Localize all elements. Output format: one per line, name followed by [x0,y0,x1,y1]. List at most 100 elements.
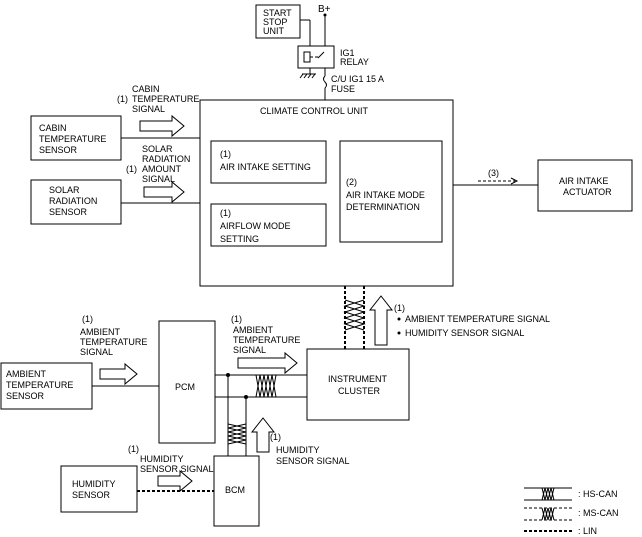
legend-lin: : LIN [524,526,597,536]
svg-text:(2): (2) [346,177,357,187]
svg-text:BCM: BCM [225,485,245,495]
bcm: BCM [213,455,260,527]
ambient-temperature-signal-left: (1) AMBIENT TEMPERATURE SIGNAL [80,314,147,386]
svg-text:(1): (1) [126,164,137,174]
ambient-mid-arrow [237,351,298,375]
humidity-sensor: HUMIDITY SENSOR [60,465,138,513]
svg-text:CABIN: CABIN [132,84,160,94]
air-intake-actuator: AIR INTAKE ACTUATOR [537,159,633,212]
svg-text:CABIN: CABIN [39,123,67,133]
svg-text:INSTRUMENT: INSTRUMENT [328,374,387,384]
hs-can-bcm-pcm [227,375,247,456]
hs-can-pcm-cluster [215,373,307,399]
svg-text:HUMIDITY: HUMIDITY [140,454,184,464]
svg-text:: MS-CAN: : MS-CAN [578,508,619,518]
svg-text:(1): (1) [117,94,128,104]
svg-text:SENSOR: SENSOR [6,391,45,401]
svg-text:SENSOR SIGNAL: SENSOR SIGNAL [276,456,350,466]
legend-hs-can: : HS-CAN [524,487,618,501]
air-intake-mode-determination-box: (2) AIR INTAKE MODE DETERMINATION [339,140,443,243]
svg-text:: HS-CAN: : HS-CAN [578,489,618,499]
solar-signal-arrow [143,180,185,204]
solar-radiation-sensor: SOLAR RADIATION SENSOR [30,179,122,225]
svg-text:SENSOR: SENSOR [72,490,111,500]
svg-text:SIGNAL: SIGNAL [233,345,266,355]
svg-text:TEMPERATURE: TEMPERATURE [39,134,106,144]
svg-text:: LIN: : LIN [578,526,597,536]
svg-text:ACTUATOR: ACTUATOR [563,187,612,197]
svg-text:HUMIDITY SENSOR SIGNAL: HUMIDITY SENSOR SIGNAL [405,328,524,338]
svg-text:(1): (1) [394,303,405,313]
legend-ms-can: : MS-CAN [524,507,619,521]
ambient-temperature-signal-mid: (1) AMBIENT TEMPERATURE SIGNAL [231,314,300,375]
svg-text:RADIATION: RADIATION [49,196,97,206]
svg-text:(1): (1) [231,314,242,324]
svg-text:SIGNAL: SIGNAL [132,104,165,114]
svg-text:SENSOR: SENSOR [39,145,78,155]
svg-text:SENSOR: SENSOR [49,207,88,217]
pcm: PCM [158,320,216,444]
svg-text:TEMPERATURE: TEMPERATURE [80,337,147,347]
ambient-temperature-sensor: AMBIENT TEMPERATURE SENSOR [0,362,93,410]
cabin-temperature-sensor: CABIN TEMPERATURE SENSOR [30,115,122,161]
svg-text:(1): (1) [128,444,139,454]
svg-text:IG1: IG1 [340,48,355,58]
svg-text:PCM: PCM [175,382,195,392]
svg-text:DETERMINATION: DETERMINATION [346,202,420,212]
cabin-temperature-signal: CABIN (1) TEMPERATURE SIGNAL [117,84,199,138]
svg-text:SETTING: SETTING [220,234,259,244]
legend: : HS-CAN : MS-CAN : LIN [524,487,619,536]
solar-radiation-signal: SOLAR RADIATION (1) AMOUNT SIGNAL [126,144,190,204]
instrument-cluster: INSTRUMENT CLUSTER [306,348,410,421]
svg-text:RELAY: RELAY [340,57,369,67]
b-plus-label: B+ [318,4,331,17]
svg-text:SIGNAL: SIGNAL [80,347,113,357]
svg-text:(1): (1) [270,432,281,442]
svg-text:SOLAR: SOLAR [49,185,80,195]
ig1-relay: IG1 RELAY [297,45,369,69]
svg-text:(3): (3) [488,168,499,178]
svg-text:B+: B+ [318,4,331,15]
humidity-sensor-signal-bcm-pcm: (1) HUMIDITY SENSOR SIGNAL [250,417,350,466]
start-stop-unit: START STOP UNIT [255,4,301,39]
svg-text:START: START [263,8,292,18]
svg-text:(1): (1) [220,149,231,159]
svg-text:AMBIENT: AMBIENT [233,325,274,335]
svg-text:HUMIDITY: HUMIDITY [276,445,320,455]
svg-text:HUMIDITY: HUMIDITY [72,479,116,489]
humidity-up-arrow [250,417,276,453]
ground-symbols [299,68,316,79]
cabin-signal-arrow [139,114,185,138]
svg-text:AIR INTAKE MODE: AIR INTAKE MODE [346,190,425,200]
svg-text:AIR INTAKE: AIR INTAKE [559,176,608,186]
svg-text:AIRFLOW MODE: AIRFLOW MODE [220,221,291,231]
svg-text:C/U IG1 15 A: C/U IG1 15 A [331,74,384,84]
svg-text:TEMPERATURE: TEMPERATURE [6,380,73,390]
air-intake-setting-box: (1) AIR INTAKE SETTING [210,140,327,184]
cluster-to-ccu-arrow [368,295,394,346]
cluster-to-ccu-signal: (1) AMBIENT TEMPERATURE SIGNAL HUMIDITY … [368,295,550,346]
svg-text:(1): (1) [220,208,231,218]
svg-text:AMBIENT: AMBIENT [80,327,121,337]
humidity-sensor-signal-in: (1) HUMIDITY SENSOR SIGNAL [128,444,214,493]
humidity-in-arrow [157,469,193,493]
svg-text:CLUSTER: CLUSTER [338,386,381,396]
ambient-left-arrow [99,362,138,386]
svg-text:TEMPERATURE: TEMPERATURE [132,94,199,104]
svg-text:AMBIENT: AMBIENT [6,369,47,379]
svg-text:STOP: STOP [263,17,287,27]
actuator-signal: (3) [478,168,519,185]
svg-text:RADIATION: RADIATION [142,154,190,164]
fuse: C/U IG1 15 A FUSE [323,68,384,100]
svg-text:SENSOR SIGNAL: SENSOR SIGNAL [140,464,214,474]
svg-text:FUSE: FUSE [331,84,355,94]
svg-text:AMOUNT: AMOUNT [142,164,181,174]
svg-text:SIGNAL: SIGNAL [142,174,175,184]
svg-text:CLIMATE CONTROL UNIT: CLIMATE CONTROL UNIT [260,106,369,116]
svg-text:TEMPERATURE: TEMPERATURE [233,335,300,345]
svg-text:(1): (1) [82,314,93,324]
svg-text:UNIT: UNIT [263,26,284,36]
svg-text:AMBIENT TEMPERATURE SIGNAL: AMBIENT TEMPERATURE SIGNAL [405,314,550,324]
